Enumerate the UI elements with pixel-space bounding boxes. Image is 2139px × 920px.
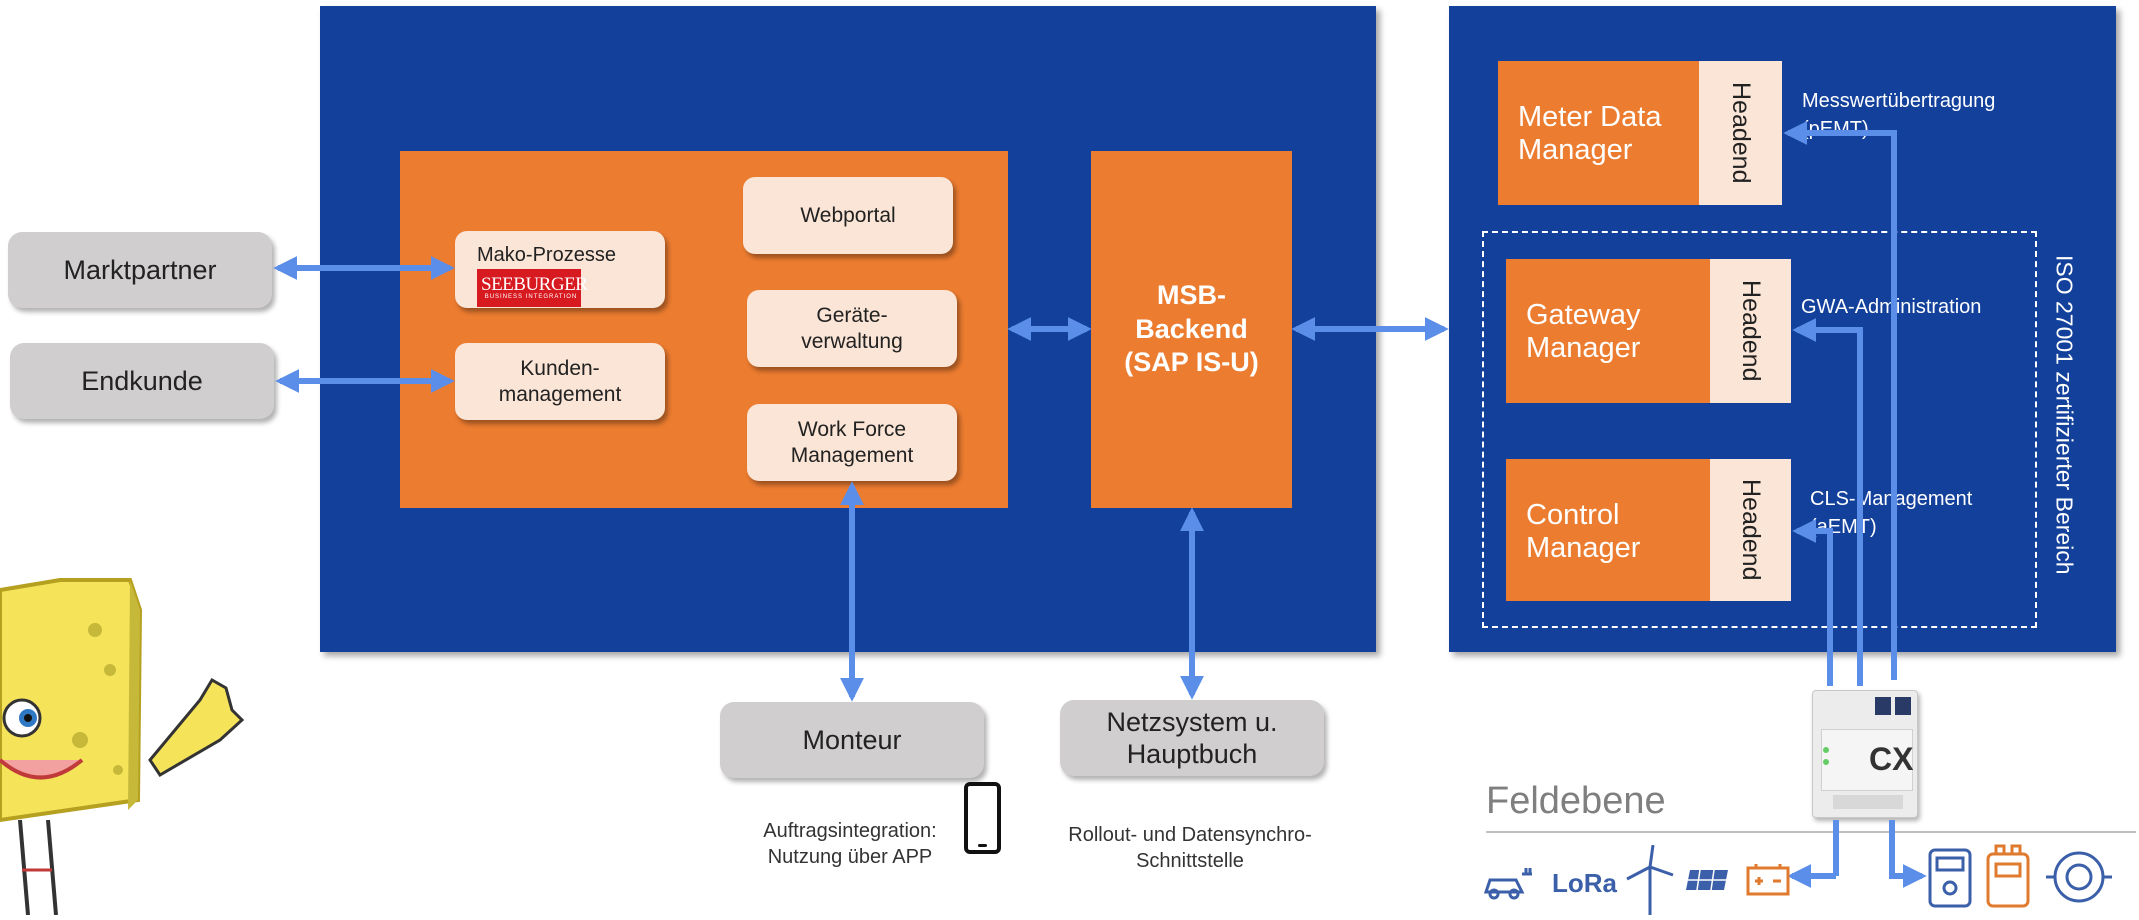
electricity-meter-icon [1928, 848, 1972, 910]
seeburger-logo: SEEBURGER BUSINESS INTEGRATION [477, 269, 588, 307]
gateway-manager-box: Gateway Manager [1506, 259, 1710, 403]
marktpartner-label: Marktpartner [63, 254, 217, 285]
control-headend: Headend [1710, 459, 1791, 601]
water-meter-icon [2044, 846, 2114, 908]
line-gw-down-right [1889, 820, 1927, 888]
lora-logo: LoRa [1552, 868, 1617, 898]
mako-prozesse-box: Mako-Prozesse SEEBURGER BUSINESS INTEGRA… [455, 231, 665, 308]
smart-meter-gateway-device: CX [1812, 690, 1918, 818]
gateway-brand-label: CX [1869, 741, 1914, 777]
rollout-caption: Rollout- und Datensynchro- Schnittstelle [1068, 824, 1312, 872]
meter-data-headend: Headend [1699, 61, 1782, 205]
gas-meter-icon [1984, 844, 2032, 910]
sponge-mascot-illustration [0, 570, 260, 916]
smartphone-icon [964, 782, 1001, 854]
battery-icon [1746, 862, 1792, 898]
marktpartner-box: Marktpartner [8, 232, 272, 308]
msb-backend-label: MSB- Backend (SAP IS-U) [1124, 279, 1259, 378]
geraeteverwaltung-box: Geräte- verwaltung [747, 290, 957, 367]
endkunde-label: Endkunde [81, 365, 203, 396]
mako-prozesse-label: Mako-Prozesse [477, 244, 616, 266]
netzsystem-box: Netzsystem u. Hauptbuch [1060, 700, 1324, 776]
solar-panel-icon [1684, 866, 1732, 898]
kundenmanagement-box: Kunden- management [455, 343, 665, 420]
gateway-headend: Headend [1710, 259, 1791, 403]
meter-data-manager-box: Meter Data Manager [1498, 61, 1699, 205]
wind-turbine-icon [1625, 844, 1675, 915]
feldebene-label: Feldebene [1486, 780, 1666, 822]
monteur-box: Monteur [720, 702, 984, 778]
e-car-icon [1482, 862, 1538, 902]
iso-label: ISO 27001 zertifizierter Bereich [2051, 255, 2078, 575]
line-messwert [1783, 121, 1897, 680]
line-gwa-headend [1792, 318, 1863, 686]
webportal-box: Webportal [743, 177, 953, 254]
endkunde-box: Endkunde [10, 343, 274, 419]
feldebene-line [1486, 831, 2136, 833]
iso-certified-area [1482, 231, 2037, 628]
line-cls-headend [1792, 519, 1833, 686]
msb-backend-box: MSB- Backend (SAP IS-U) [1091, 151, 1292, 508]
work-force-management-box: Work Force Management [747, 404, 957, 481]
auftragsintegration-caption: Auftragsintegration: Nutzung über APP [763, 820, 937, 868]
control-manager-box: Control Manager [1506, 459, 1710, 601]
